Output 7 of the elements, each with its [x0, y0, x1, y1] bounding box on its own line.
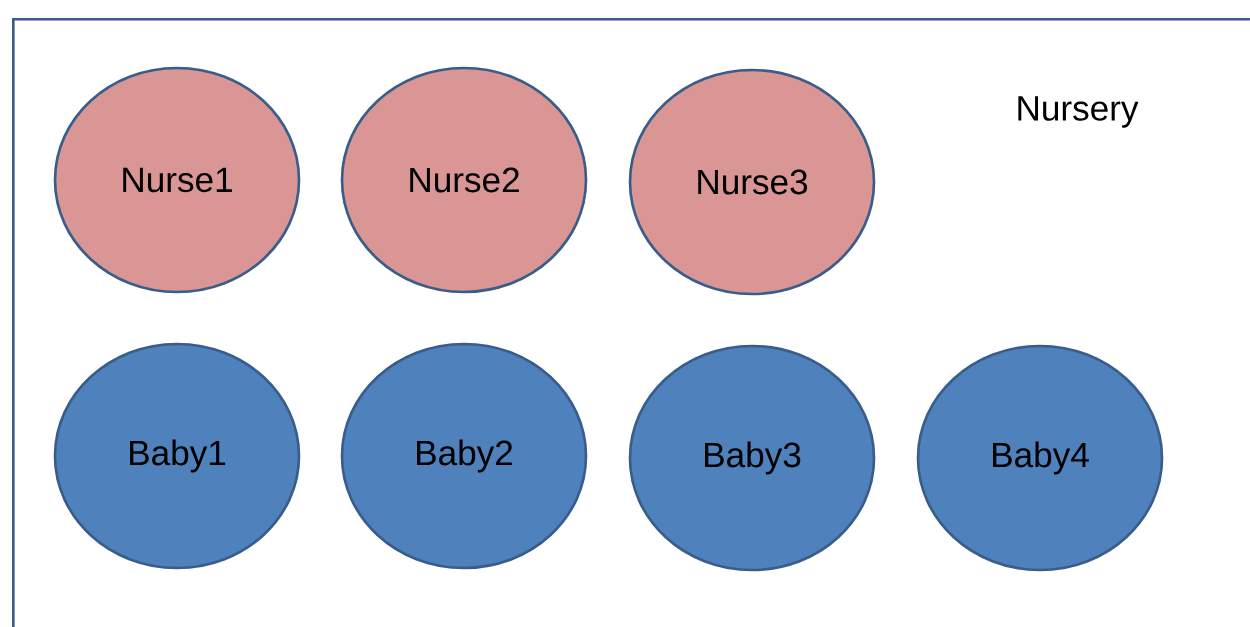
ellipse-node: Nurse2	[340, 66, 588, 294]
ellipse-node: Baby3	[628, 344, 876, 572]
ellipse-node: Baby1	[53, 342, 301, 570]
ellipse-node: Nurse3	[628, 68, 876, 296]
ellipse-node: Nurse1	[53, 66, 301, 294]
ellipse-node: Baby4	[916, 344, 1164, 572]
ellipse-node: Baby2	[340, 342, 588, 570]
